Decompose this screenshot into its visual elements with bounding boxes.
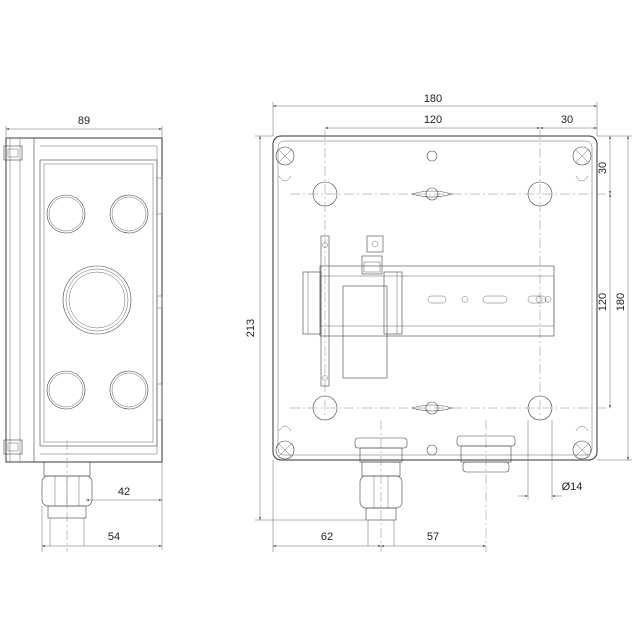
dim-side-gland-length: 54 <box>108 531 120 543</box>
dim-hole-spacing-v: 120 <box>597 293 609 311</box>
terminal-block <box>302 255 403 379</box>
side-latch-bottom <box>3 439 23 455</box>
side-view: 89 42 54 <box>3 115 163 552</box>
dim-side-gland-offset: 42 <box>118 486 130 498</box>
dim-gland-left: 62 <box>321 531 333 543</box>
dim-hole-offset-v: 30 <box>597 162 609 174</box>
front-dimensions: 180 120 30 180 30 120 213 62 <box>245 93 632 552</box>
dim-total-height: 213 <box>245 319 257 337</box>
dim-hole-diameter: Ø14 <box>562 481 583 493</box>
front-view: 180 120 30 180 30 120 213 62 <box>245 93 632 552</box>
dim-gland-spacing: 57 <box>427 531 439 543</box>
corner-screws <box>275 146 592 460</box>
front-cable-gland-right <box>456 420 516 552</box>
side-knockout-holes <box>46 194 149 410</box>
dim-hole-spacing-h: 120 <box>424 114 442 126</box>
mounting-holes <box>290 130 610 421</box>
dim-front-width: 180 <box>424 93 442 105</box>
side-cable-gland <box>41 440 93 552</box>
side-enclosure-body <box>5 137 163 463</box>
dim-front-height: 180 <box>615 293 627 311</box>
dim-side-width: 89 <box>78 115 90 127</box>
front-enclosure-body <box>272 135 598 461</box>
side-dimensions: 89 42 54 <box>5 115 163 552</box>
din-rail <box>319 265 555 337</box>
mounting-bracket <box>320 235 384 387</box>
dim-hole-offset-h: 30 <box>561 114 573 126</box>
keyhole-slots <box>411 187 454 415</box>
side-latch-top <box>3 145 23 161</box>
front-cable-gland-left <box>354 420 408 552</box>
